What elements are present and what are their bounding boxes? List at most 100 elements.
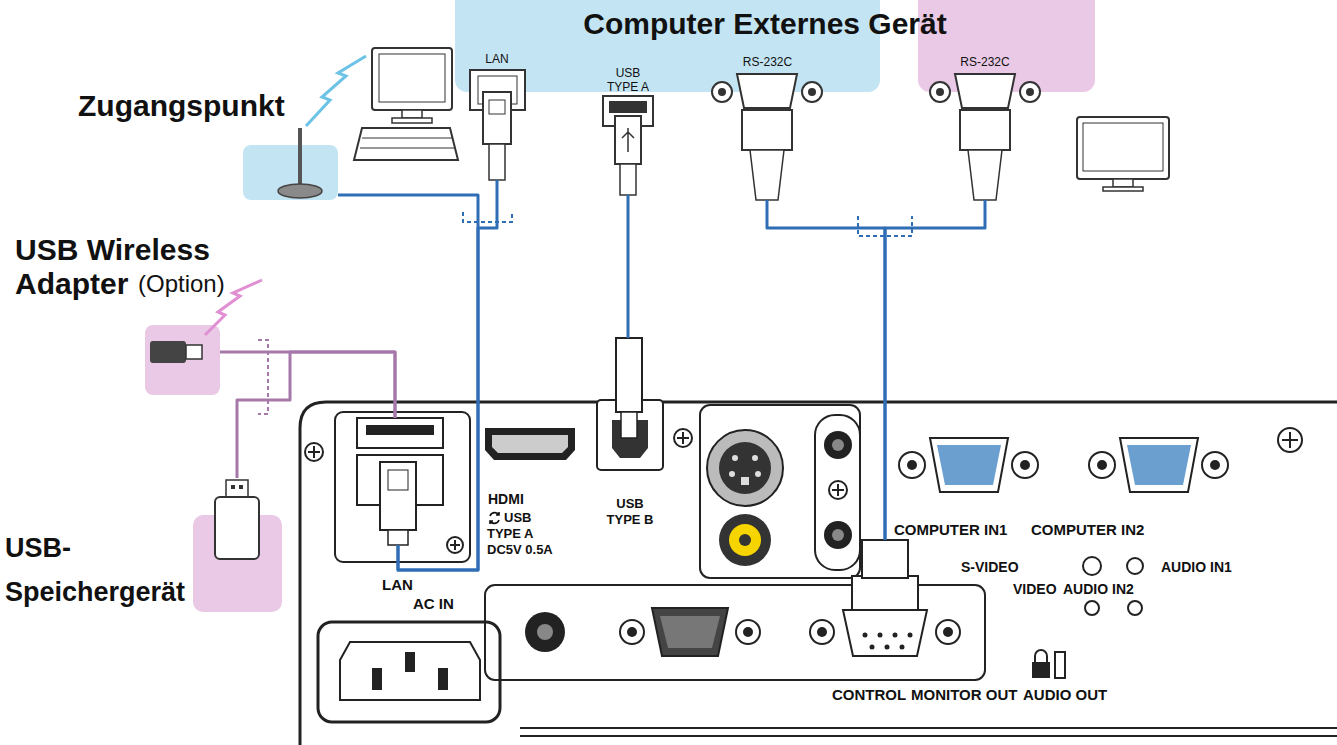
port-label: VIDEO [1012, 581, 1058, 598]
lock-icon [1055, 652, 1065, 678]
video-port [719, 514, 771, 566]
projector-body [318, 622, 500, 722]
diagram-title-wrap: Computer Externes Gerät [515, 6, 1015, 42]
usb-a-connector [609, 101, 647, 113]
rs232-connector [742, 110, 792, 150]
audio-jack [824, 521, 852, 549]
node-text-wrap: RS-232C [700, 55, 835, 69]
port-box: USB TYPE A [595, 66, 661, 195]
video-port [719, 514, 771, 566]
projector-body [300, 402, 1337, 745]
node-text-wrap: USB TYPE A DC5V 0.5A [487, 510, 559, 558]
projector-body [520, 735, 1337, 737]
lan-port [380, 462, 416, 530]
screw [1278, 428, 1302, 452]
control-port [936, 620, 960, 644]
usb-power-icon [487, 511, 502, 525]
port-label-wrap: AUDIO IN2 [1062, 581, 1135, 598]
computer-in-port [1210, 460, 1220, 470]
projector-body [520, 727, 1337, 729]
antenna-icon [278, 184, 322, 198]
antenna-icon [298, 128, 302, 188]
control-port [893, 633, 898, 638]
ac-socket [340, 642, 480, 700]
rs232-connector [712, 74, 822, 200]
usb-a-port [366, 425, 434, 435]
audio-jack [525, 612, 565, 652]
port-label: COMPUTER IN2 [1030, 521, 1145, 538]
usb-b-port [621, 412, 637, 438]
node-text: LAN [382, 576, 413, 593]
input-icons [1128, 601, 1142, 615]
s-video-port [741, 477, 749, 485]
port-box: RS-232C [700, 55, 835, 200]
port-label: AUDIO IN2 [1062, 581, 1135, 598]
usb-stick [231, 485, 235, 489]
screw [450, 540, 460, 550]
control-port [852, 576, 918, 610]
audio-jack [824, 431, 852, 459]
screw [305, 443, 323, 461]
rs232-connector [737, 74, 797, 108]
computer-in-port [930, 438, 1008, 492]
rs232-connector [936, 88, 944, 96]
control-port [863, 633, 868, 638]
node-text: USB TYPE A [603, 66, 653, 94]
monitor-icon [1113, 179, 1133, 187]
monitor-out-port [660, 616, 720, 648]
s-video-port [707, 430, 783, 506]
computer-in-port [899, 438, 1228, 492]
port-box: CONTROL [805, 540, 965, 665]
screw [677, 432, 689, 444]
projector-body [335, 412, 470, 562]
cable [220, 352, 395, 418]
usb-b-port [616, 338, 642, 412]
video-port [739, 534, 751, 546]
computer-in-port [1020, 460, 1030, 470]
node-text: USB TYPE B [601, 496, 659, 528]
usb-a-connector [620, 164, 636, 195]
port-label-wrap: S-VIDEO [960, 559, 1020, 576]
computer-icon [379, 54, 445, 102]
projector-body [700, 405, 860, 578]
monitor-out-port [620, 620, 644, 644]
input-icons [1127, 558, 1143, 574]
port-label-wrap: AC IN [412, 595, 455, 612]
ac-socket [372, 668, 382, 690]
usb-stick [239, 485, 243, 489]
s-video-port [755, 471, 761, 477]
port-label: HDMI [487, 491, 525, 508]
node-text: USB TYPE A DC5V 0.5A [487, 510, 553, 557]
projector-body [300, 402, 1337, 745]
usb-stick [215, 480, 259, 559]
computer-in-port [1202, 452, 1228, 478]
computer-in-port [1127, 445, 1191, 485]
lock-icon [1035, 650, 1047, 662]
merge-bracket [258, 212, 912, 414]
diagram-title: Computer Externes Gerät [515, 6, 1015, 42]
lock-icon [1032, 650, 1065, 678]
monitor-out-port [627, 627, 637, 637]
lan-connector [470, 70, 525, 180]
node-text: RS-232C [700, 55, 835, 69]
s-video-port [732, 455, 738, 461]
hdmi-port [485, 428, 575, 460]
control-port [810, 540, 960, 656]
screw [305, 428, 1302, 553]
port-box: USB TYPE B [595, 338, 665, 470]
adapter-box: USB Wireless Adapter(Option) [145, 325, 220, 395]
usb-a-connector [603, 96, 653, 195]
s-video-port [729, 471, 735, 477]
rs232-connector [750, 150, 784, 200]
node-text-wrap: USB TYPE A [603, 66, 653, 94]
rs232-connector [1020, 82, 1040, 102]
control-port [810, 620, 834, 644]
screw [447, 537, 463, 553]
s-video-port [719, 442, 771, 494]
screw [829, 481, 847, 499]
audio-jack [537, 624, 553, 640]
computer-in-port [899, 452, 925, 478]
cable [398, 180, 497, 570]
wireless-dongle [150, 341, 186, 363]
